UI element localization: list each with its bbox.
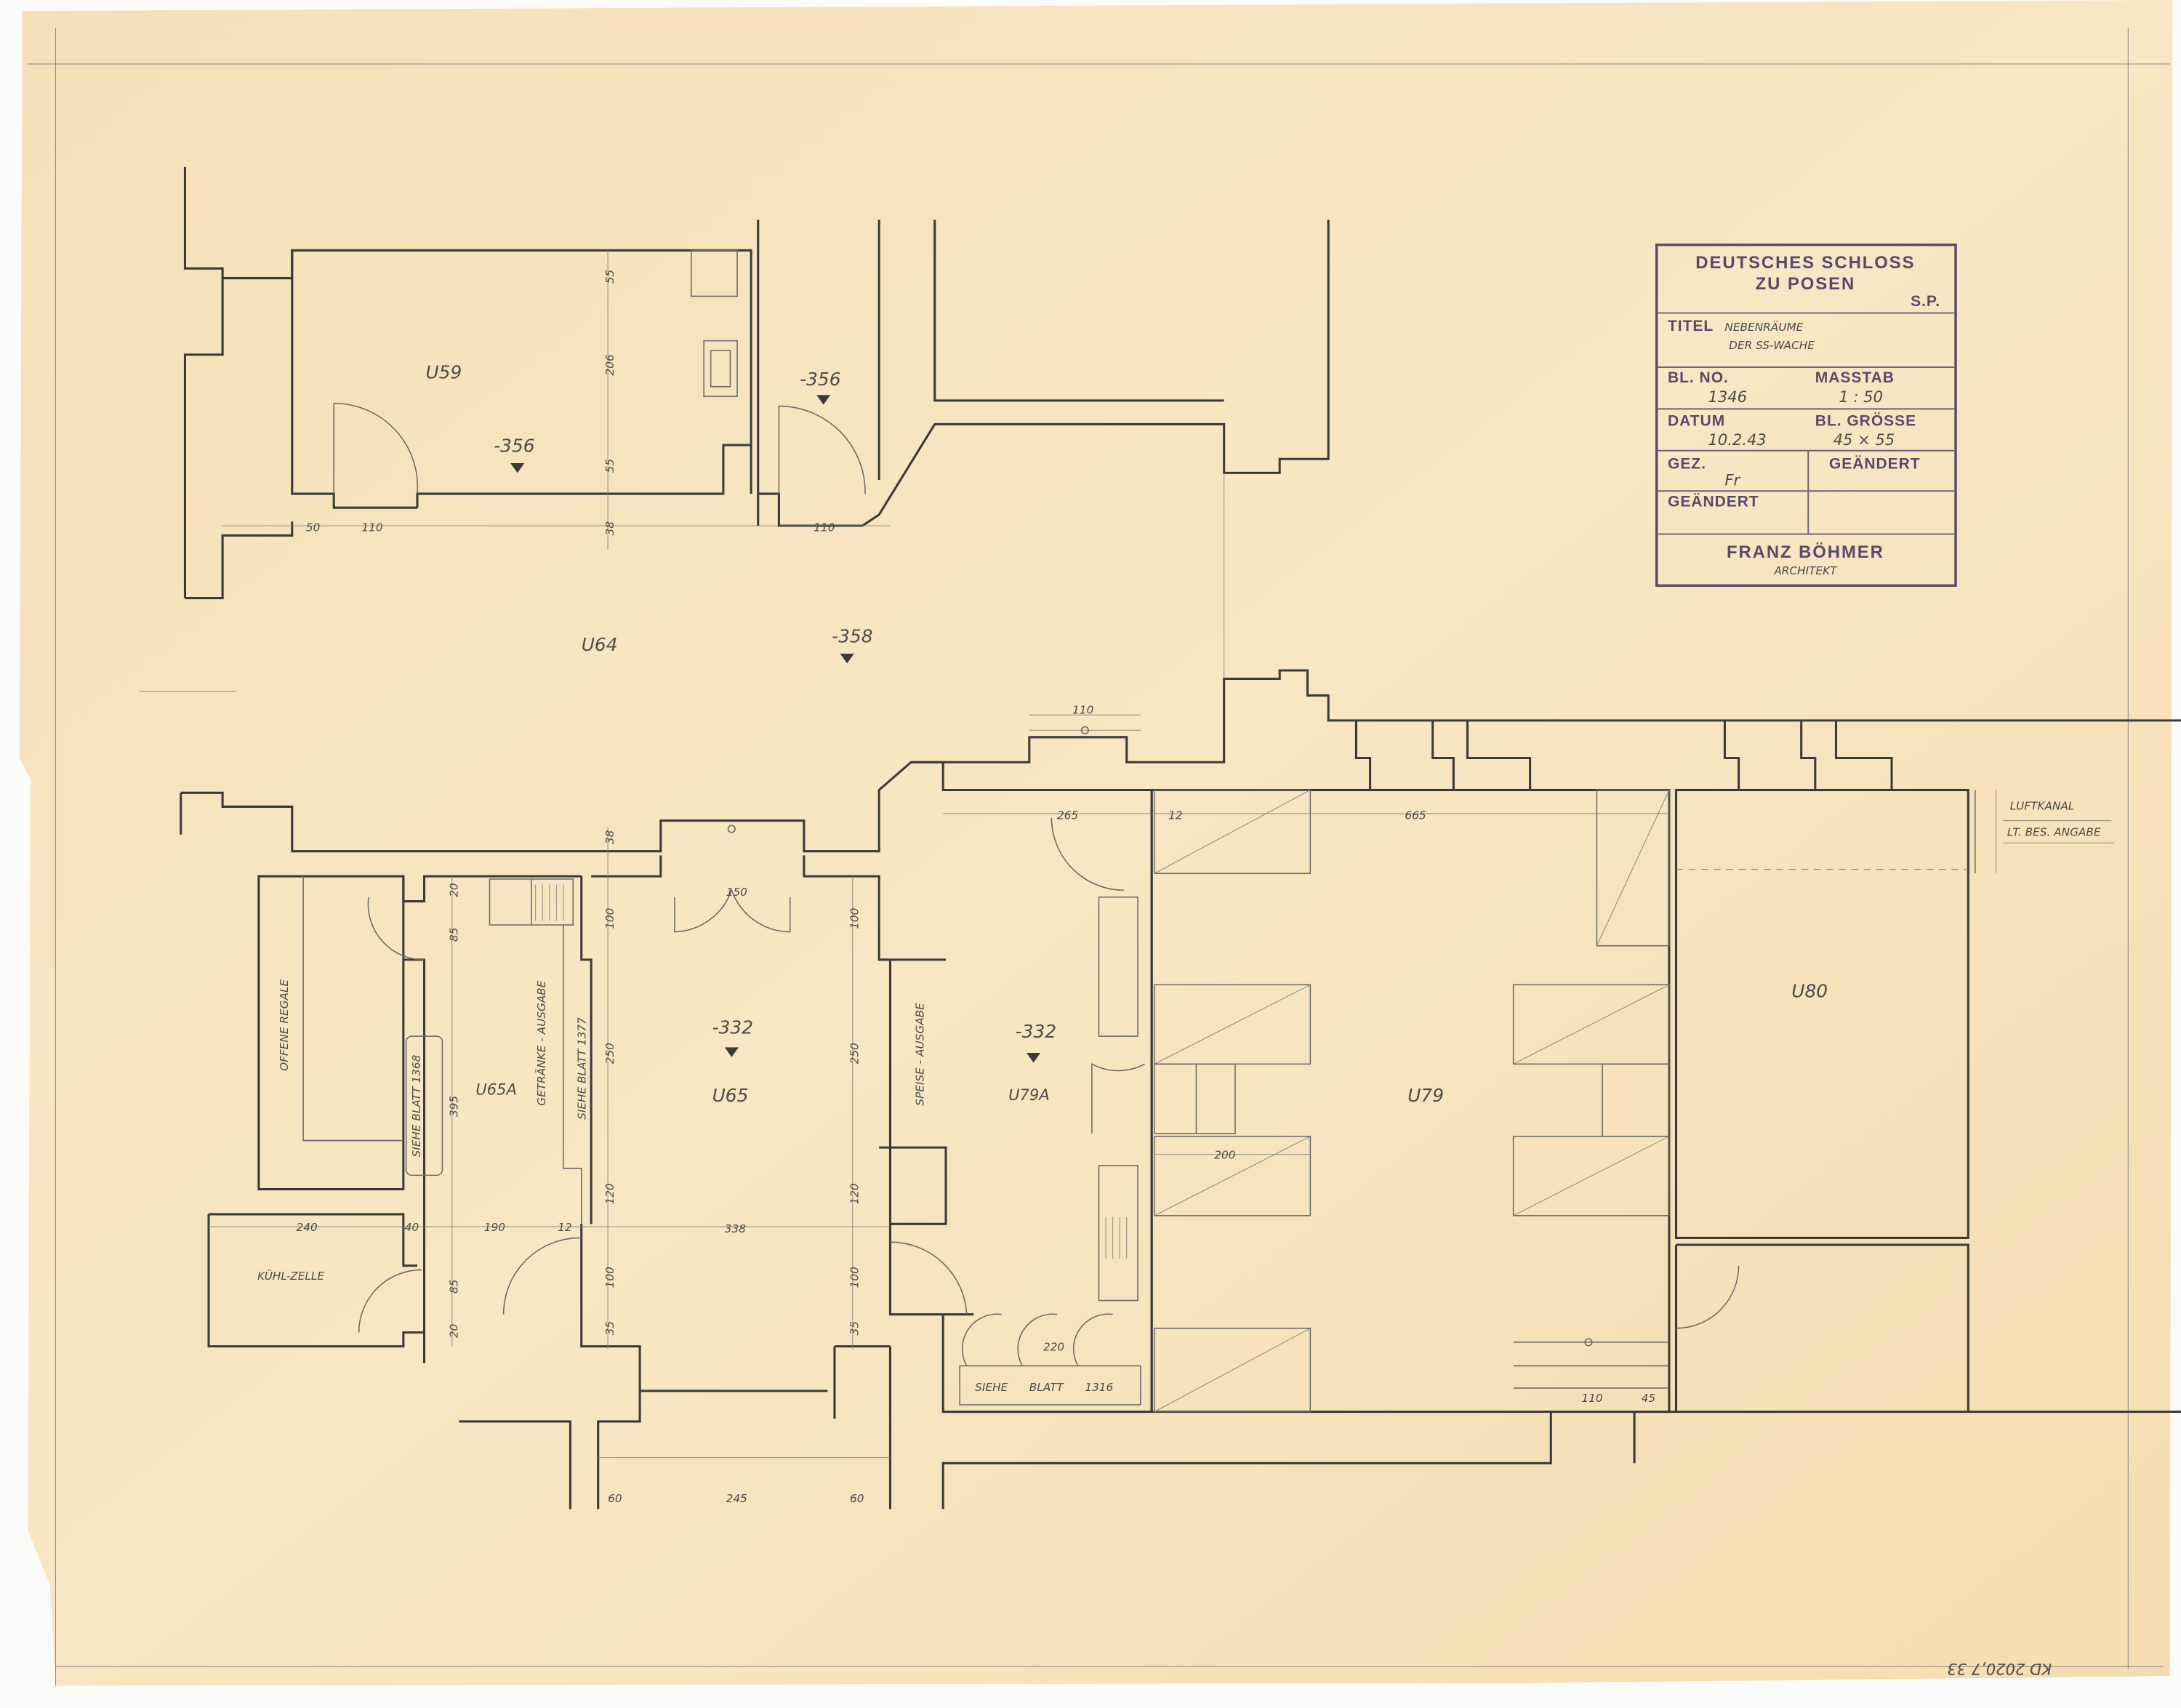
level-u65: -332 [712,1017,753,1038]
size-label: BL. GRÖSSE [1815,412,1916,429]
note-drinks-counter: GETRÄNKE - AUSGABE [534,980,548,1106]
changed-label-left: GEÄNDERT [1668,493,1759,510]
room-label-u65: U65 [712,1085,749,1106]
dim: 245 [726,1492,747,1505]
drawing-title-line2: DER SS-WACHE [1729,339,1815,352]
room-label-u64: U64 [582,634,618,655]
dim: 120 [848,1183,861,1204]
dim: 110 [361,521,382,534]
dim: 150 [726,886,747,899]
room-label-u59: U59 [425,361,462,382]
note-see-sheet-1368: SIEHE BLATT 1368 [410,1054,423,1157]
dim: 45 [1642,1392,1655,1405]
dim: 190 [484,1221,505,1234]
sheet-frame [28,28,2170,1686]
dim: 60 [850,1492,864,1505]
dim: 395 [447,1096,460,1117]
dim: 100 [848,908,861,929]
room-label-u79a: U79A [1008,1086,1050,1104]
sheet-size: 45 × 55 [1833,430,1895,449]
dim: 265 [1057,809,1078,822]
note-open-shelves: OFFENE REGALE [278,979,291,1071]
level-triangle-icon [724,1047,739,1057]
level-triangle-icon [510,462,525,473]
note-air-duct: LUFTKANAL [2010,799,2075,812]
sheet-no: 1346 [1708,388,1747,406]
architect-role: ARCHITEKT [1773,564,1838,577]
dim: 100 [603,908,616,929]
project-initials: S.P. [1911,293,1940,310]
level-stair: -356 [800,369,840,390]
room-label-u79: U79 [1407,1085,1444,1106]
changed-label-right: GEÄNDERT [1829,456,1921,473]
sheet-no-label: BL. NO. [1668,369,1729,386]
project-name-line1: DEUTSCHES SCHLOSS [1695,253,1915,273]
note-see-sheet-1377: SIEHE BLATT 1377 [575,1017,588,1120]
dim: 100 [848,1267,861,1288]
paper-sheet [16,0,2173,1686]
upper-rooms-walls [139,167,2181,853]
level-triangle-icon [1026,1053,1041,1063]
dim: 250 [848,1043,861,1064]
dim: 40 [405,1221,419,1234]
dim: 250 [603,1043,616,1064]
note-sheet: BLATT [1029,1381,1065,1394]
dim: 220 [1043,1340,1064,1353]
date: 10.2.43 [1708,430,1766,449]
note-sheet-1316: 1316 [1085,1381,1113,1394]
dim: 110 [814,521,835,534]
dim: 38 [603,830,616,844]
dim: 338 [725,1222,746,1235]
title-block: DEUTSCHES SCHLOSS ZU POSEN S.P. TITEL NE… [1655,243,1957,588]
drawn-by-initials: Fr [1724,471,1740,489]
dim: 665 [1405,809,1426,822]
dim: 120 [603,1183,616,1204]
dim: 20 [447,1324,460,1338]
dim: 20 [447,883,460,897]
dim: 200 [1214,1148,1235,1161]
dim: 206 [603,354,616,375]
annotations: OFFENE REGALE SIEHE BLATT 1368 GETRÄNKE … [257,799,2101,1394]
drawing-title-line1: NEBENRÄUME [1724,320,1803,334]
level-u64: -358 [832,626,872,647]
dim: 55 [603,270,616,284]
dim: 85 [447,928,460,942]
room-label-u65a: U65A [475,1080,517,1098]
dim: 35 [848,1321,861,1335]
archive-number: KD 2020,7 33 [1947,1660,2052,1678]
note-cold-room: KÜHL-ZELLE [257,1269,325,1283]
dim: 85 [447,1279,460,1293]
dim: 35 [603,1321,616,1335]
room-labels: U59 U64 U65 U65A U79 U79A U80 [425,361,1828,1106]
note-see: SIEHE [975,1381,1008,1394]
room-label-u80: U80 [1791,981,1828,1002]
dim: 38 [603,521,616,536]
scale-label: MASSTAB [1815,369,1895,386]
date-label: DATUM [1668,412,1725,429]
scale: 1 : 50 [1839,388,1883,406]
dim: 240 [297,1221,318,1234]
dim: 110 [1072,703,1093,716]
level-markers: -356 -356 -358 -332 -332 [494,369,1056,1063]
dimension-labels: 55 206 55 38 50 110 110 110 38 150 100 2… [297,270,1656,1505]
project-name-line2: ZU POSEN [1756,274,1856,294]
note-per-spec: LT. BES. ANGABE [2007,826,2101,839]
dim: 110 [1581,1392,1602,1405]
drawn-label: GEZ. [1668,456,1706,473]
dim: 12 [558,1221,571,1234]
level-u59: -356 [494,436,534,457]
dim: 50 [306,521,320,534]
level-triangle-icon [816,395,831,405]
dim: 55 [603,459,616,473]
dim: 60 [608,1492,622,1505]
level-triangle-icon [840,654,854,664]
note-food-counter: SPEISE - AUSGABE [913,1003,926,1106]
architect-name: FRANZ BÖHMER [1727,542,1884,562]
dim: 100 [603,1267,616,1288]
level-u79a: -332 [1016,1021,1056,1042]
dim: 12 [1168,809,1182,822]
title-label: TITEL [1668,318,1714,334]
lower-rooms-walls [207,761,2181,1509]
